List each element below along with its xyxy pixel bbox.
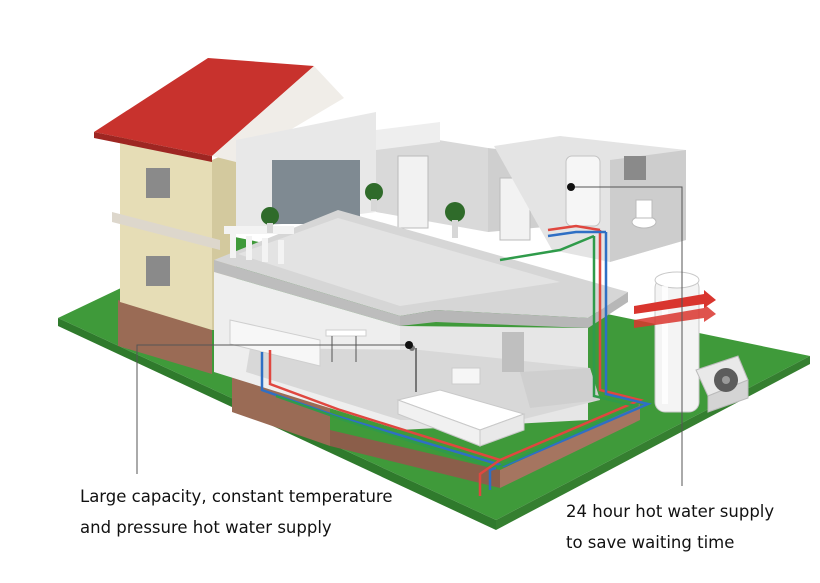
upper-bathroom: [565, 155, 657, 229]
brick-foundation: [118, 300, 640, 488]
terrace: [214, 210, 628, 328]
heat-pump-icon: [695, 355, 749, 413]
left-leader-line: [136, 344, 409, 474]
water-tank-icon: [654, 271, 700, 413]
red-roof: [94, 58, 314, 156]
plant-icon: [261, 183, 465, 238]
right-caption: 24 hour hot water supply to save waiting…: [566, 496, 774, 558]
shower-cabin-icon: [565, 155, 601, 227]
ground-floor-interior: [214, 272, 600, 447]
left-caption: Large capacity, constant temperature and…: [80, 481, 393, 543]
right-caption-line-1: 24 hour hot water supply: [566, 502, 775, 521]
right-leader-line: [571, 186, 683, 486]
bathtub-icon: [396, 389, 526, 447]
cold-water-pipe: [260, 232, 652, 468]
toilet-icon: [631, 199, 657, 229]
kitchen-icon: [229, 319, 367, 367]
left-caption-line-1: Large capacity, constant temperature: [80, 487, 393, 506]
left-caption-line-2: and pressure hot water supply: [80, 518, 332, 537]
pipe-network: [260, 224, 652, 496]
right-caption-line-2: to save waiting time: [566, 533, 735, 552]
flow-arrows: [634, 290, 716, 328]
return-pipe: [275, 236, 640, 470]
callout-leaders: [136, 183, 683, 486]
